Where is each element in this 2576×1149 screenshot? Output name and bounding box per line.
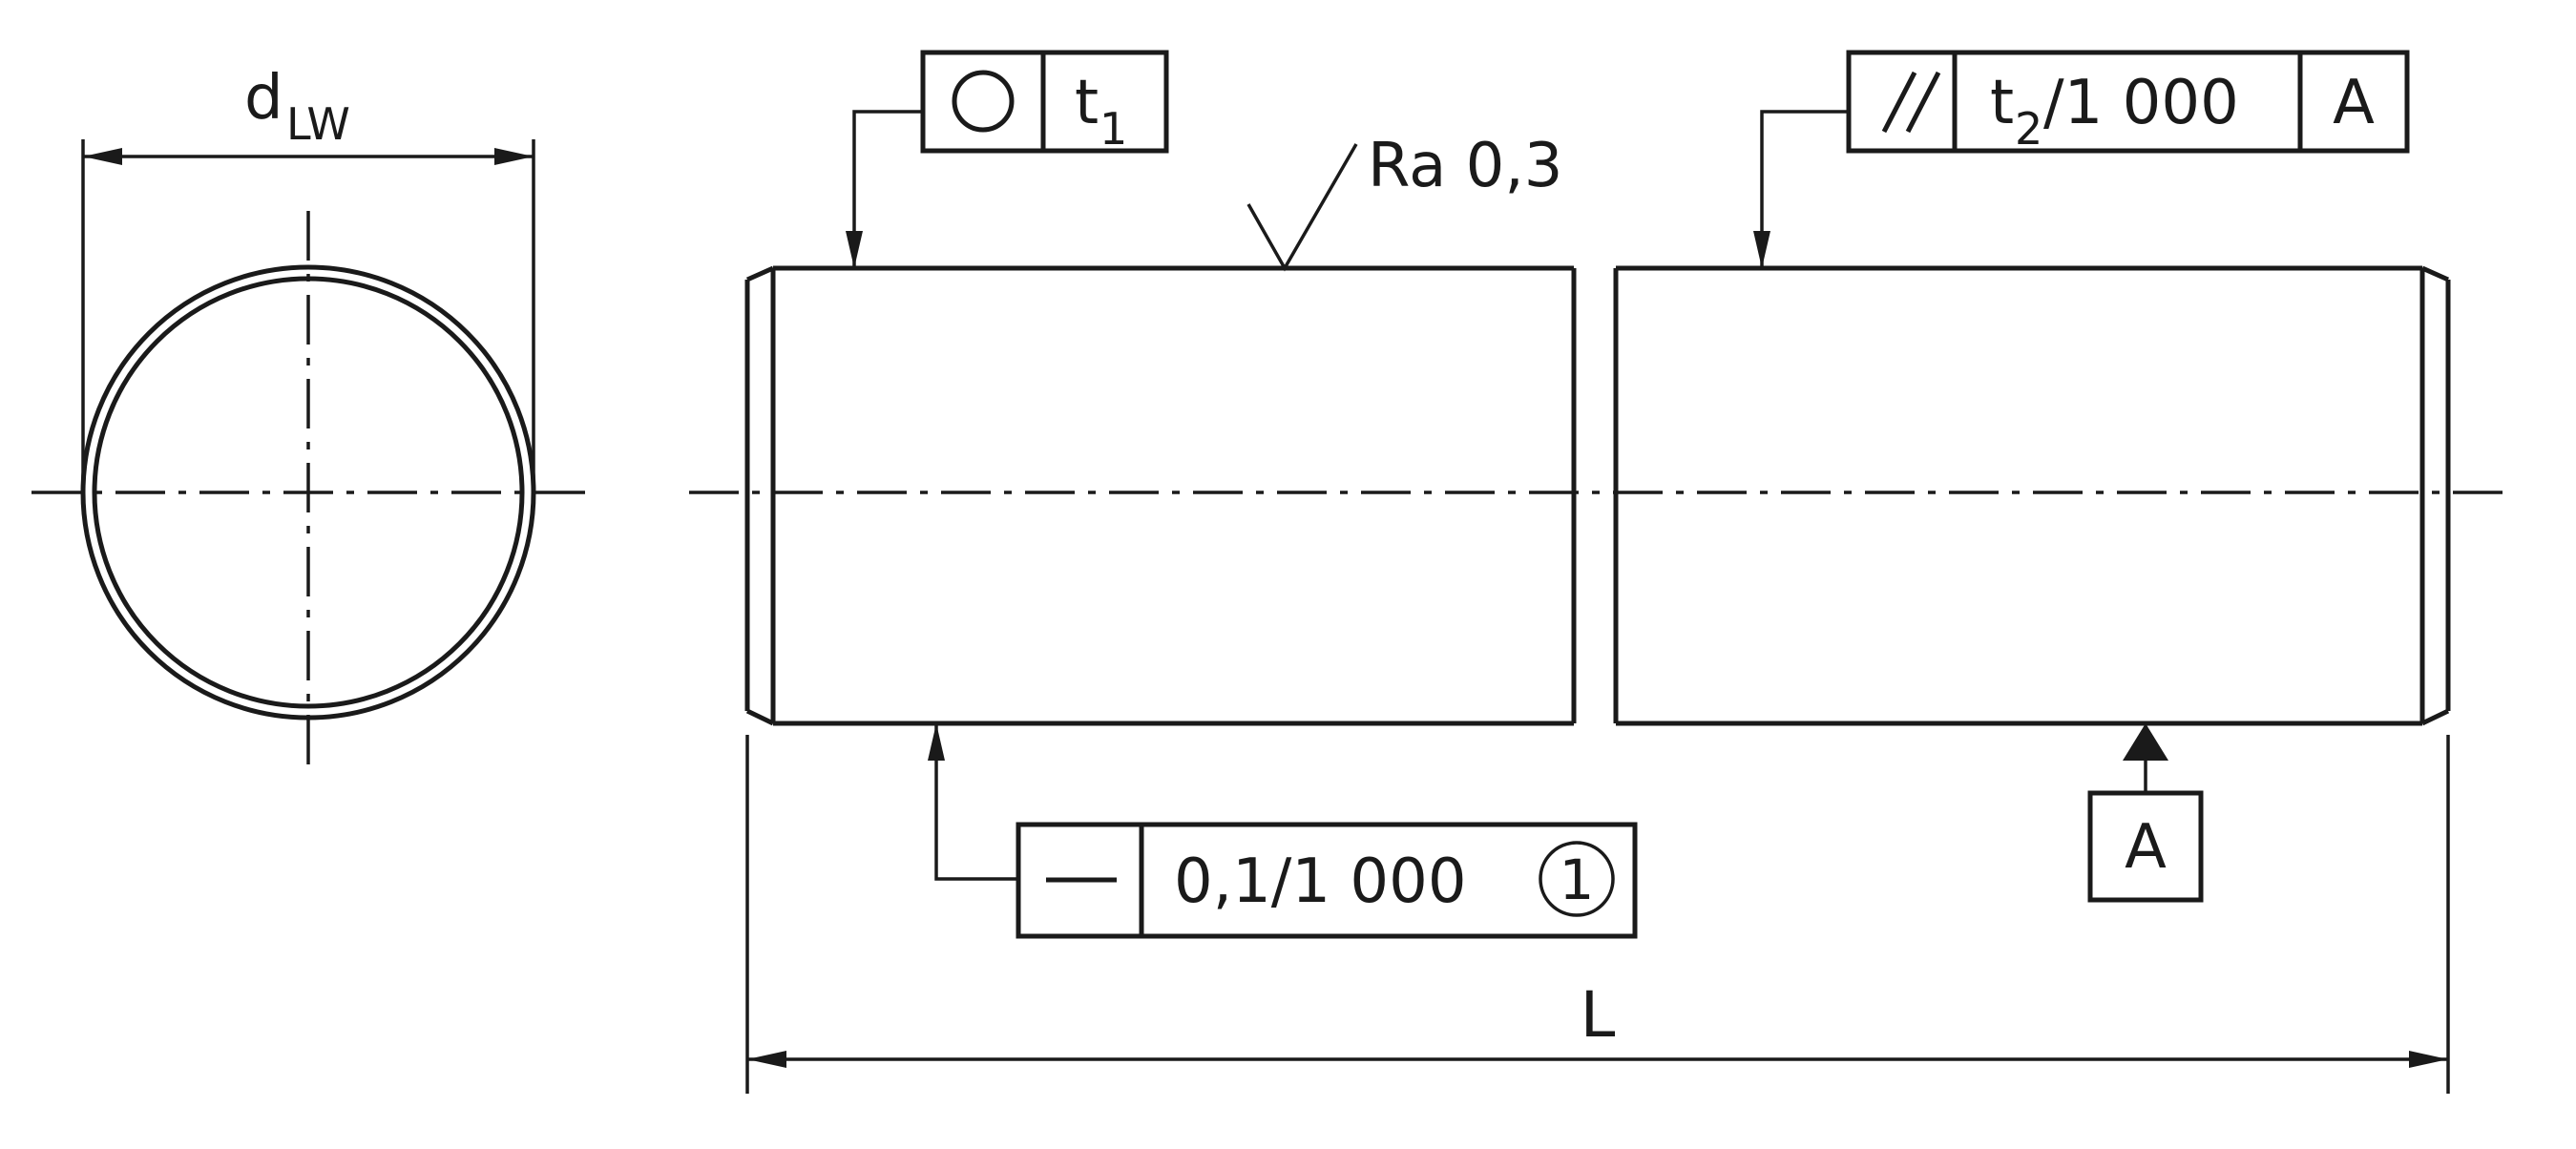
parallelism-tolerance: t <box>1990 68 2014 138</box>
parallelism-leader-line <box>1760 110 1849 268</box>
dimension-arrow-left-icon <box>83 148 122 165</box>
datum-label: A <box>2125 812 2167 883</box>
surface-finish-callout: Ra 0,3 <box>1246 131 1562 272</box>
parallelism-tolerance-suffix: /1 000 <box>2043 68 2239 138</box>
parallelism-icon <box>1881 71 1941 134</box>
leader-arrow-icon <box>928 723 945 761</box>
parallelism-datum-ref: A <box>2333 68 2375 138</box>
parallelism-frame-dividers <box>1952 52 2303 151</box>
diameter-label-subscript: LW <box>286 98 350 150</box>
straightness-note-number: 1 <box>1560 847 1595 912</box>
diameter-dimension: d LW <box>81 63 535 479</box>
datum-triangle-icon <box>2123 723 2168 761</box>
diameter-label: d <box>244 63 283 134</box>
shaft-side-view <box>689 265 2516 726</box>
length-dimension: L <box>745 735 2450 1094</box>
straightness-leader-line <box>934 723 1018 881</box>
note-circle-icon <box>1539 841 1615 917</box>
roundness-tolerance-subscript: 1 <box>1100 103 1127 155</box>
shaft-left-segment <box>773 265 1574 726</box>
dimension-arrow-right-icon <box>494 148 534 165</box>
leader-arrow-icon <box>846 231 863 268</box>
dimension-arrow-right-icon <box>2409 1051 2448 1068</box>
surface-finish-value: Ra 0,3 <box>1368 131 1562 201</box>
straightness-frame <box>1016 822 1638 939</box>
parallelism-frame <box>1846 50 2410 154</box>
length-label: L <box>1581 978 1616 1052</box>
roundness-leader-line <box>852 110 923 268</box>
shaft-left-end <box>744 265 776 726</box>
shaft-right-end <box>2419 265 2451 726</box>
shaft-right-segment <box>1616 265 2422 726</box>
straightness-callout: 0,1/1 000 1 <box>928 723 1638 939</box>
leader-arrow-icon <box>1753 231 1770 268</box>
datum-feature: A <box>2087 723 2204 903</box>
straightness-tolerance: 0,1/1 000 <box>1174 846 1467 917</box>
dimension-arrow-left-icon <box>747 1051 786 1068</box>
roundness-callout: t 1 <box>846 50 1169 268</box>
surface-finish-icon <box>1246 143 1358 272</box>
datum-frame <box>2087 790 2204 903</box>
circularity-icon <box>952 70 1015 133</box>
parallelism-tolerance-subscript: 2 <box>2015 103 2042 155</box>
parallelism-callout: t 2 /1 000 A <box>1753 50 2410 268</box>
roundness-tolerance: t <box>1075 68 1099 138</box>
shaft-end-view: d LW <box>31 63 593 776</box>
